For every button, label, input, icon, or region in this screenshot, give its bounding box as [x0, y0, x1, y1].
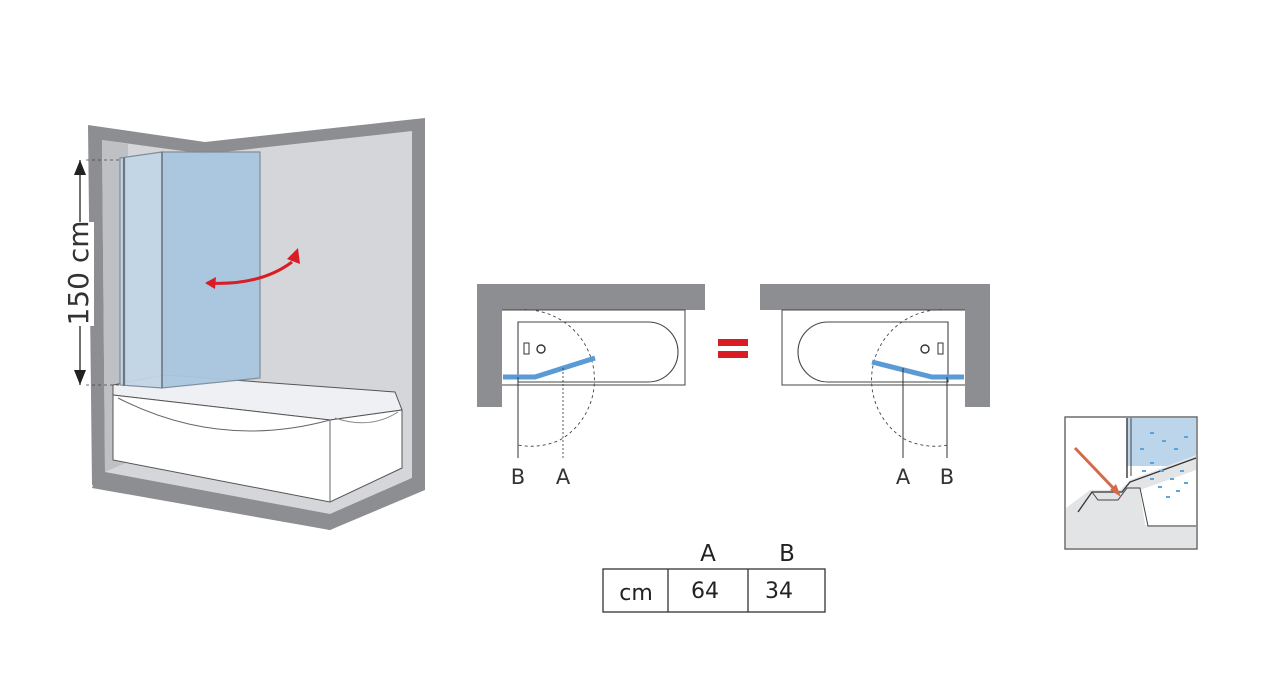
- plan-right-label-a: A: [896, 465, 911, 489]
- plan-right: A B: [760, 284, 990, 489]
- plan-left-label-a: A: [556, 465, 571, 489]
- plan-left: B A: [477, 284, 705, 489]
- plan-right-tub-outline: [781, 309, 965, 386]
- table-value-b: 34: [765, 579, 793, 604]
- swing-arrow-head-left: [205, 277, 216, 289]
- seal-detail-inset: [1064, 416, 1198, 550]
- table-header-a: A: [700, 541, 716, 567]
- inset-water-drops: [1140, 432, 1188, 498]
- dimension-table: A B cm 64 34: [602, 541, 826, 613]
- table-header-b: B: [779, 541, 795, 567]
- bathtub: [112, 374, 403, 503]
- equals-bar-bottom: [718, 351, 748, 358]
- plan-left-swing-arc: [517, 309, 595, 447]
- plan-left-drain: [536, 344, 546, 354]
- bathtub-scene: 150 cm: [62, 118, 425, 530]
- plan-left-tub-outline: [502, 309, 686, 386]
- table-border: [602, 568, 826, 613]
- equals-bar-top: [718, 339, 748, 346]
- table-unit-cell: cm: [619, 581, 653, 606]
- dimension-label-bg: [66, 222, 94, 326]
- inset-tub-profile: [1066, 455, 1196, 548]
- plan-right-swing-arc: [871, 309, 949, 447]
- height-dimension: 150 cm: [62, 159, 120, 386]
- plan-right-tub-inner: [797, 321, 949, 383]
- plan-right-wall: [760, 284, 990, 407]
- plan-right-screen: [871, 359, 964, 380]
- bathtub-curve: [117, 397, 331, 432]
- inset-glass: [1127, 418, 1196, 466]
- inset-rim-profile: [1091, 487, 1196, 527]
- height-label: 150 cm: [62, 220, 95, 325]
- plan-right-tap: [937, 342, 944, 355]
- fixed-glass-panel: [119, 151, 163, 389]
- swing-arrow-head-right: [287, 248, 300, 264]
- plan-right-drain: [920, 344, 930, 354]
- inset-seal-arrow-head: [1110, 484, 1121, 497]
- bathtub-end-curve: [334, 411, 399, 424]
- swing-arrow: [206, 260, 293, 285]
- plan-left-tub-inner: [517, 321, 679, 383]
- dimension-arrow-top: [74, 160, 86, 175]
- plan-left-wall: [477, 284, 705, 407]
- plan-left-label-b: B: [511, 465, 525, 489]
- dimension-arrow-bottom: [74, 370, 86, 385]
- floor-edge: [92, 478, 412, 530]
- swing-glass-panel: [161, 151, 261, 389]
- glass-screen: [119, 151, 261, 389]
- inset-seal-arrow: [1073, 446, 1120, 495]
- table-value-a: 64: [691, 579, 719, 604]
- plan-left-tap: [523, 342, 530, 355]
- plan-right-label-b: B: [940, 465, 954, 489]
- equals-sign: [718, 339, 748, 358]
- inset-tub-edge: [1077, 457, 1197, 513]
- plan-left-screen: [503, 355, 596, 380]
